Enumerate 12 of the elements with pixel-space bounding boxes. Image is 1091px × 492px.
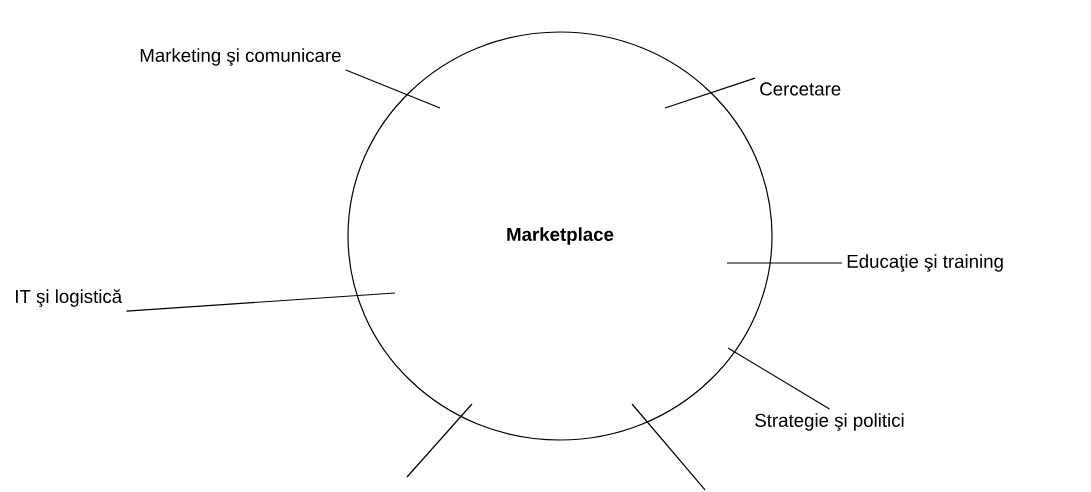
label: Cercetare — [760, 82, 841, 96]
label: IT şi logistică — [16, 289, 123, 307]
line — [345, 69, 441, 109]
label: Strategie şi politici — [755, 413, 904, 431]
label: Marketing şi comunicare — [140, 48, 341, 66]
line — [406, 403, 473, 478]
line — [631, 403, 706, 491]
line — [727, 347, 831, 410]
line — [125, 292, 396, 312]
line — [664, 77, 756, 109]
label: Educaţie şi training — [847, 254, 1003, 272]
line — [726, 262, 843, 264]
